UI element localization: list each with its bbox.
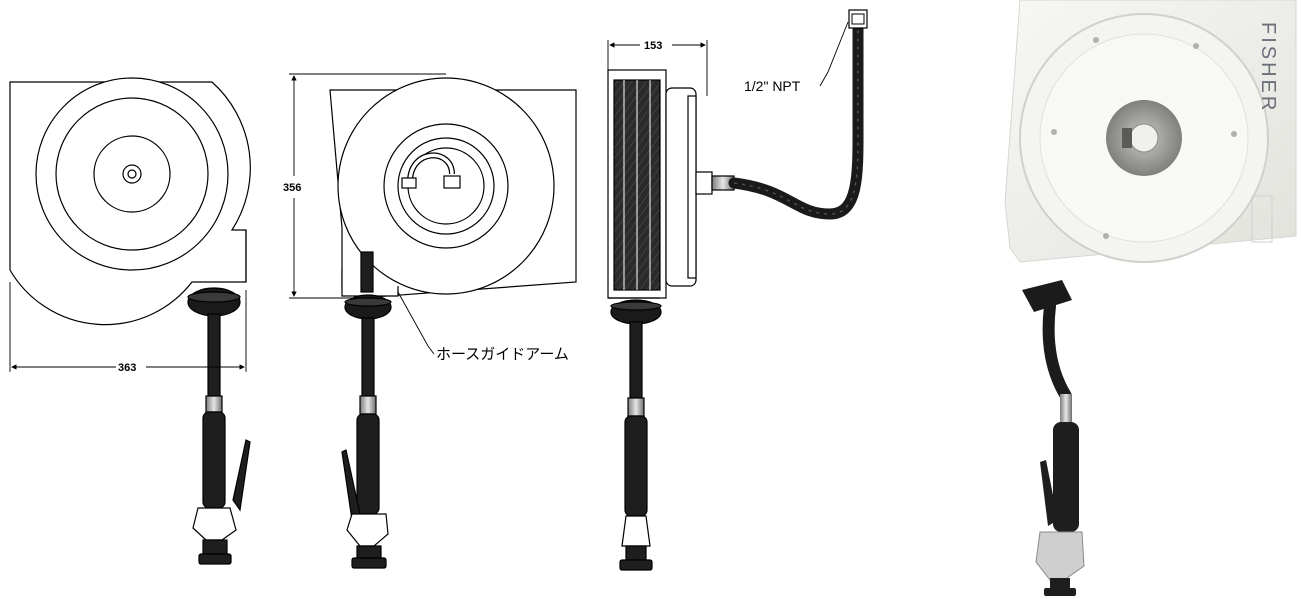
depth-dimension [607, 40, 708, 96]
front-hose [207, 313, 221, 397]
front-spray-gun-grip [202, 411, 226, 509]
hose-guide-arm-leader [397, 291, 435, 355]
photo-hose [1042, 300, 1072, 402]
front-reel-disc [35, 77, 229, 271]
photo-spray-head [1035, 531, 1085, 581]
npt-label: 1/2" NPT [744, 78, 801, 94]
front-hub [122, 164, 142, 184]
photo-hose-stopper [1022, 280, 1072, 312]
side-view [607, 69, 735, 571]
cover-hose [361, 317, 375, 397]
photo-spray-lever [1040, 460, 1058, 526]
photo-brand-logo: FISHER [1257, 22, 1279, 113]
front-view [9, 77, 251, 565]
height-dimension-value: 356 [283, 182, 301, 194]
cover-view [329, 77, 577, 569]
width-dimension [9, 282, 247, 372]
side-spray-gun-grip [624, 415, 648, 517]
hose-guide-arm-label: ホースガイドアーム [436, 345, 569, 363]
cover-spray-gun-grip [356, 413, 380, 515]
photo-spray-gun-grip [1053, 422, 1079, 532]
side-spray-head [621, 515, 651, 547]
side-inlet-fitting [695, 171, 713, 195]
npt-leader [819, 21, 849, 87]
height-dimension [289, 73, 446, 299]
side-hose [629, 321, 643, 399]
depth-dimension-value: 153 [644, 40, 662, 52]
cover-spray-head [346, 513, 389, 547]
front-spray-lever [232, 439, 251, 512]
front-spray-head [192, 507, 237, 541]
width-dimension-value: 363 [118, 362, 136, 374]
product-photo [1004, 0, 1297, 596]
